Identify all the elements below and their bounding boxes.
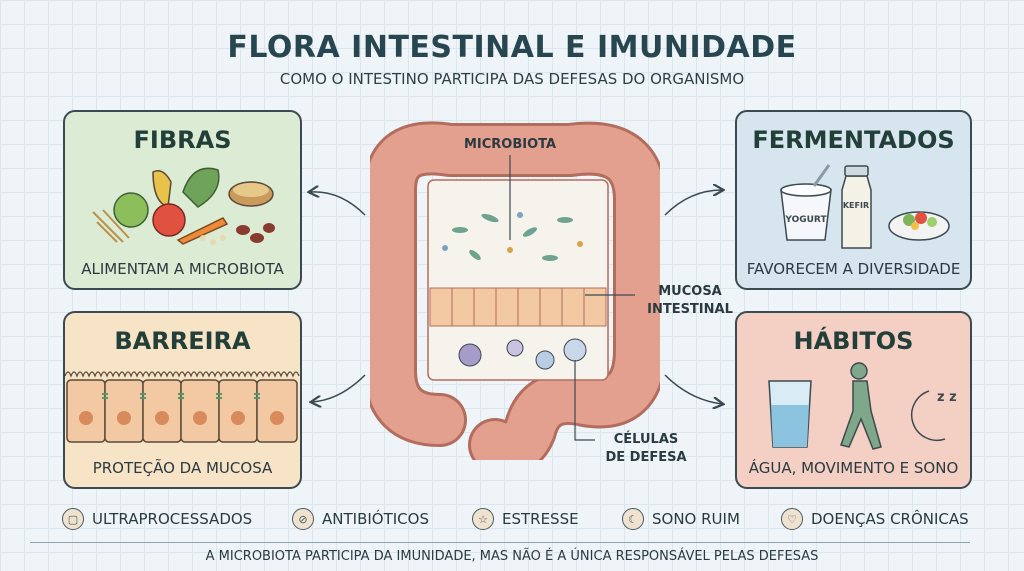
- card-habitos: HÁBITOS z z ÁGUA, MOVIMENTO E SONO: [735, 311, 972, 489]
- mucosa-cells-illustration: [65, 371, 300, 443]
- moon-icon: [911, 390, 946, 442]
- label-microbiota: MICROBIOTA: [463, 137, 557, 152]
- risk-item: ▢ ULTRAPROCESSADOS: [62, 508, 252, 530]
- card-fermentados: FERMENTADOS YOGURT KEFIR FAVORECEM A DIV…: [735, 110, 972, 290]
- label-cells-line1: CÉLULAS: [613, 432, 679, 447]
- risk-label: ULTRAPROCESSADOS: [92, 510, 253, 528]
- label-cells-line2: DE DEFESA: [605, 450, 687, 465]
- card-barreira-caption: PROTEÇÃO DA MUCOSA: [92, 459, 273, 477]
- star-icon: ☆: [472, 508, 494, 530]
- habits-illustration: z z: [768, 362, 957, 450]
- footnote: A MICROBIOTA PARTICIPA DA IMUNIDADE, MAS…: [205, 549, 819, 564]
- card-barreira-heading: BARREIRA: [114, 327, 251, 355]
- page-title: FLORA INTESTINAL E IMUNIDADE: [227, 30, 797, 65]
- vegetables-illustration: [92, 167, 275, 245]
- footer-divider: [30, 542, 970, 543]
- mucosa-villi: [429, 287, 607, 327]
- card-fibras: FIBRAS ALIMENTAM A MICROBIOTA: [63, 110, 302, 290]
- walking-person-icon: [840, 362, 882, 450]
- arrow-to-fermentados: [664, 190, 722, 216]
- microbiota-bacteria: [442, 212, 583, 261]
- moon-icon: ☾: [622, 508, 644, 530]
- page-subtitle: COMO O INTESTINO PARTICIPA DAS DEFESAS D…: [279, 70, 745, 88]
- arrow-to-barreira: [312, 374, 366, 402]
- package-icon: ▢: [62, 508, 84, 530]
- risk-item: ⊘ ANTIBIÓTICOS: [292, 508, 429, 530]
- risk-item: ☆ ESTRESSE: [472, 508, 579, 530]
- card-barreira: BARREIRA PROTEÇÃO DA MUCOSA: [63, 311, 302, 489]
- arrow-to-habitos: [664, 374, 722, 404]
- card-fermentados-caption: FAVORECEM A DIVERSIDADE: [746, 260, 961, 278]
- card-habitos-caption: ÁGUA, MOVIMENTO E SONO: [748, 459, 959, 477]
- card-fermentados-heading: FERMENTADOS: [752, 126, 955, 154]
- label-mucosa-line1: MUCOSA: [658, 284, 722, 299]
- label-mucosa-line2: INTESTINAL: [647, 302, 733, 317]
- yogurt-label: YOGURT: [784, 215, 827, 225]
- risk-label: ANTIBIÓTICOS: [322, 510, 429, 528]
- fermented-foods-illustration: YOGURT KEFIR: [780, 164, 950, 249]
- defense-cells: [458, 338, 587, 370]
- risk-label: DOENÇAS CRÔNICAS: [811, 510, 969, 528]
- sleep-z-label: z z: [937, 390, 957, 405]
- arrow-to-fibras: [310, 192, 366, 216]
- card-habitos-heading: HÁBITOS: [793, 327, 914, 355]
- kefir-label: KEFIR: [843, 201, 869, 210]
- heart-icon: ♡: [781, 508, 803, 530]
- risk-label: SONO RUIM: [652, 510, 740, 528]
- card-fibras-caption: ALIMENTAM A MICROBIOTA: [81, 260, 284, 278]
- risk-label: ESTRESSE: [502, 510, 579, 528]
- risk-item: ☾ SONO RUIM: [622, 508, 740, 530]
- risk-factors-row: ▢ ULTRAPROCESSADOS ⊘ ANTIBIÓTICOS ☆ ESTR…: [0, 508, 1024, 534]
- card-fibras-heading: FIBRAS: [133, 126, 232, 154]
- pill-icon: ⊘: [292, 508, 314, 530]
- intestine-illustration: [370, 121, 660, 460]
- risk-item: ♡ DOENÇAS CRÔNICAS: [781, 508, 969, 530]
